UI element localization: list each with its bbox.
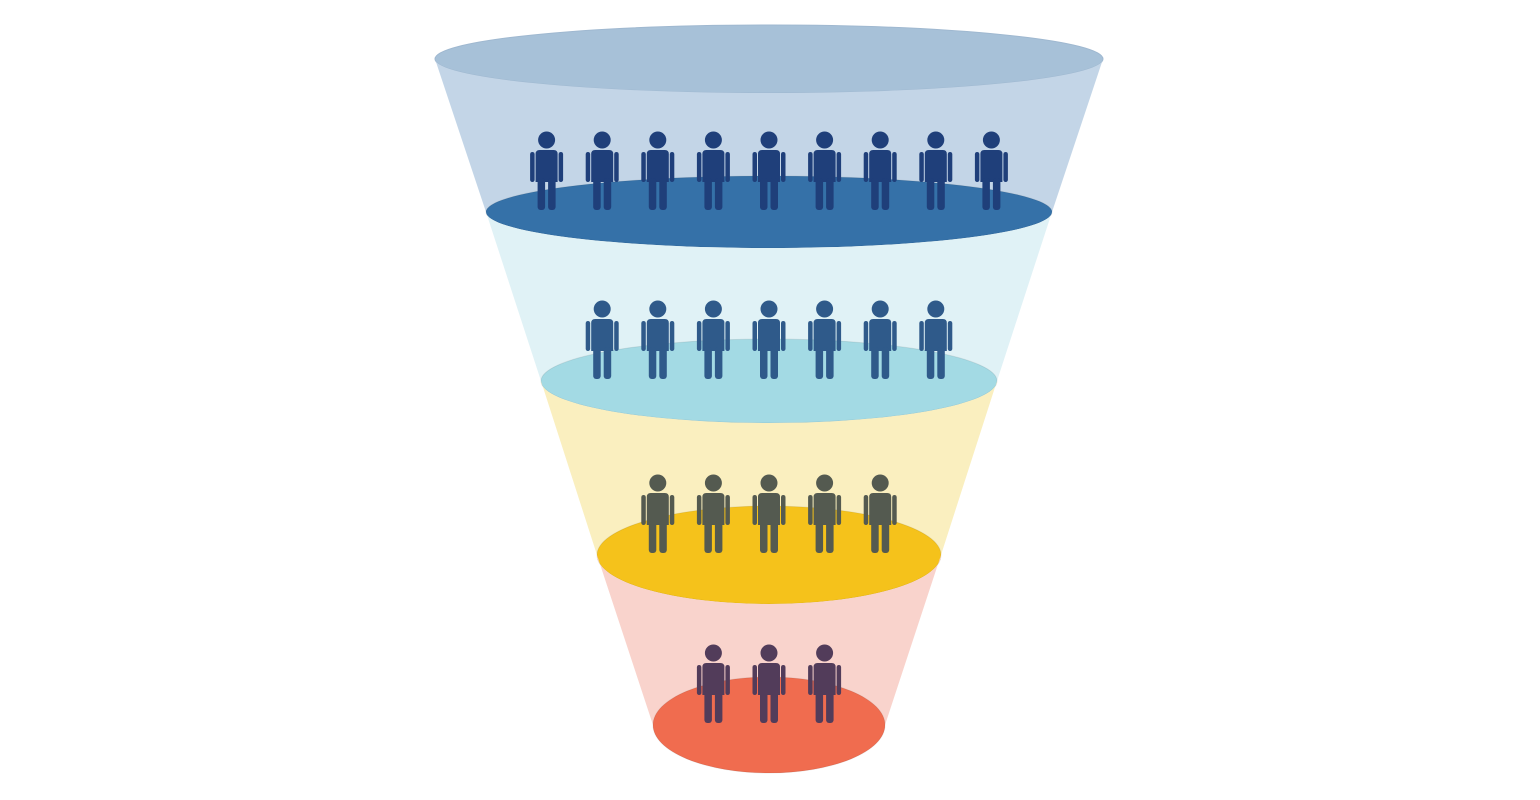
person-icon [696, 300, 730, 379]
person-icon [752, 300, 786, 379]
person-icon [752, 131, 786, 210]
person-icon [808, 131, 842, 210]
person-icon [808, 644, 842, 723]
person-icon [919, 300, 953, 379]
person-icon [696, 644, 730, 723]
funnel-disc-1 [485, 175, 1053, 249]
person-icon [752, 474, 786, 553]
person-icon [752, 644, 786, 723]
person-icon [808, 474, 842, 553]
person-icon [585, 300, 619, 379]
person-icon [919, 131, 953, 210]
person-icon [530, 131, 564, 210]
person-icon [641, 131, 675, 210]
person-icon [641, 300, 675, 379]
person-icon [585, 131, 619, 210]
person-icon [974, 131, 1008, 210]
person-icon [696, 131, 730, 210]
person-icon [863, 300, 897, 379]
funnel-top-rim [434, 24, 1104, 94]
person-icon [863, 474, 897, 553]
person-icon [808, 300, 842, 379]
person-icon [641, 474, 675, 553]
person-icon [863, 131, 897, 210]
person-icon [696, 474, 730, 553]
